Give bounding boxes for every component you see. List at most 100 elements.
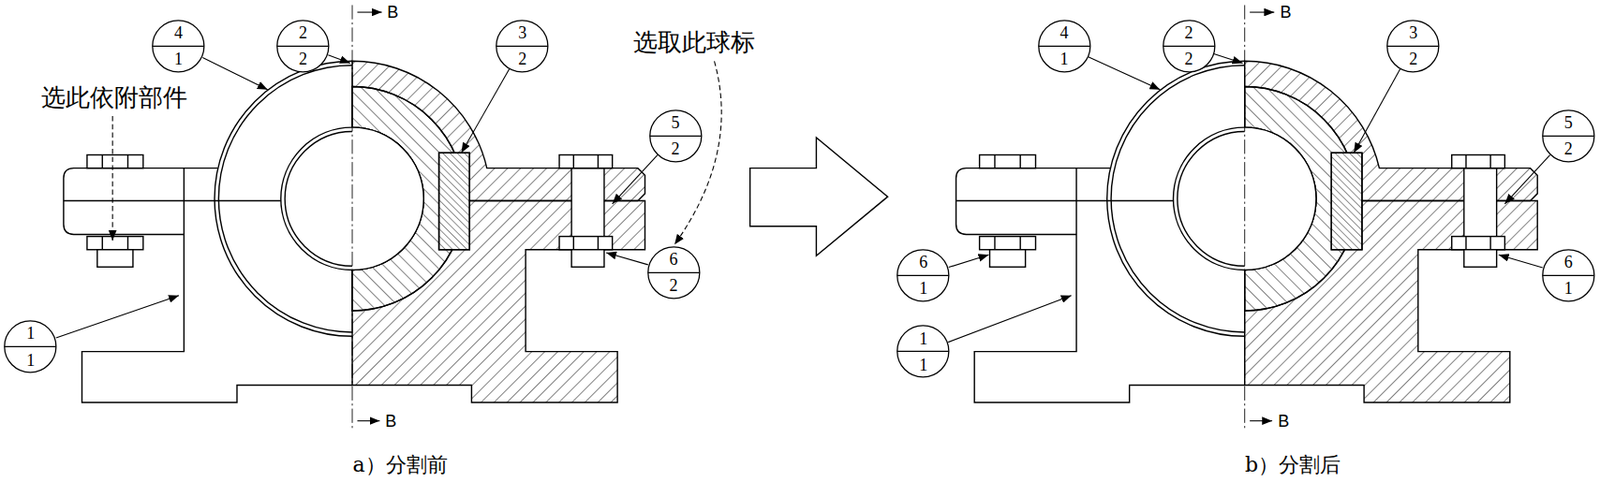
callout-number: 2 xyxy=(649,135,703,163)
subcaption: b）分割后 xyxy=(1244,453,1341,477)
callout-balloon: 32 xyxy=(1386,19,1440,74)
leader-line xyxy=(1498,254,1543,268)
balloon-divider xyxy=(1038,44,1091,46)
callout-balloon: 11 xyxy=(896,325,950,379)
leader-line xyxy=(461,69,510,154)
callout-number: 1 xyxy=(151,45,206,73)
callout-balloon: 22 xyxy=(276,19,330,74)
leader-line xyxy=(1504,155,1550,205)
balloon-divider xyxy=(4,346,57,348)
note-text: 选此依附部件 xyxy=(41,84,188,113)
balloon-circle xyxy=(897,325,949,378)
section-letter: B xyxy=(385,412,397,432)
balloon-divider xyxy=(1542,274,1595,276)
callout-number: 2 xyxy=(276,19,330,46)
section-letter: B xyxy=(386,2,399,23)
callout-number: 1 xyxy=(896,352,950,379)
callout-number: 1 xyxy=(3,320,58,347)
balloon-divider xyxy=(897,351,949,353)
section-letter: B xyxy=(1277,412,1289,432)
callout-balloon: 41 xyxy=(151,19,206,74)
callout-number: 4 xyxy=(151,19,206,46)
callout-balloon: 52 xyxy=(649,109,703,163)
bolt-end xyxy=(571,250,605,268)
callout-number: 1 xyxy=(896,325,950,352)
bolt-end xyxy=(97,250,134,268)
leader-line xyxy=(1088,57,1161,90)
leader-line xyxy=(606,252,649,266)
leader-lines xyxy=(56,54,1551,343)
center-line xyxy=(352,4,354,430)
callout-number: 1 xyxy=(1037,45,1092,73)
hex-face xyxy=(127,237,129,251)
callout-number: 2 xyxy=(647,272,701,299)
callout-number: 6 xyxy=(896,249,950,276)
callout-number: 2 xyxy=(1386,45,1440,73)
hex-face xyxy=(102,237,104,251)
balloon-circle xyxy=(1542,250,1595,302)
bolt-head xyxy=(559,154,613,168)
bearing-block-split xyxy=(956,4,1539,430)
leader-line xyxy=(948,296,1071,343)
callout-number: 6 xyxy=(647,246,701,273)
base-outline xyxy=(81,168,353,403)
callout-number: 2 xyxy=(276,45,330,73)
section-arrow xyxy=(356,420,380,422)
hex-face xyxy=(597,154,599,168)
pin xyxy=(439,152,471,250)
note-arrow xyxy=(112,116,114,241)
callout-number: 3 xyxy=(495,19,549,46)
leader-line xyxy=(202,58,267,90)
callout-balloon: 11 xyxy=(3,320,58,374)
callout-number: 2 xyxy=(1162,45,1216,73)
callout-number: 5 xyxy=(649,109,703,136)
balloon-divider xyxy=(650,134,702,136)
callout-balloon: 62 xyxy=(647,246,701,300)
balloon-divider xyxy=(277,44,329,46)
hex-face xyxy=(127,154,129,168)
callout-balloon: 41 xyxy=(1037,19,1092,74)
leader-line xyxy=(327,55,351,64)
section-arrow xyxy=(356,12,382,14)
hex-face xyxy=(573,237,575,251)
callout-number: 2 xyxy=(1162,19,1216,46)
callout-number: 2 xyxy=(1541,135,1596,163)
balloon-divider xyxy=(1387,44,1439,46)
hex-face xyxy=(102,154,104,168)
pin-hatch xyxy=(439,152,471,250)
balloon-circle xyxy=(1542,109,1595,162)
section-letter: B xyxy=(1279,2,1291,23)
leader-line xyxy=(1214,54,1244,64)
cap-outline xyxy=(214,60,353,337)
balloon-circle xyxy=(647,246,699,298)
callout-balloon: 52 xyxy=(1541,109,1596,163)
nut xyxy=(559,237,613,251)
bearing-block xyxy=(63,4,646,430)
hex-face xyxy=(573,154,575,168)
balloon-divider xyxy=(496,44,549,46)
callout-number: 1 xyxy=(896,275,950,302)
balloon-circle xyxy=(1387,19,1439,72)
callout-balloon: 61 xyxy=(1541,249,1596,303)
balloon-divider xyxy=(152,44,205,46)
balloon-divider xyxy=(1542,134,1595,136)
bore-inner xyxy=(284,131,353,267)
callout-balloon: 61 xyxy=(896,249,950,303)
transition-arrow xyxy=(750,137,889,256)
balloon-divider xyxy=(897,274,949,276)
callout-balloon: 32 xyxy=(495,19,549,74)
balloon-circle xyxy=(897,250,949,302)
leader-line xyxy=(1353,69,1400,153)
bolt-head xyxy=(87,154,144,168)
callout-number: 3 xyxy=(1386,19,1440,46)
leader-line xyxy=(948,254,990,267)
callout-number: 1 xyxy=(3,346,58,373)
balloon-circle xyxy=(496,19,549,72)
callout-number: 4 xyxy=(1037,19,1092,46)
leader-line xyxy=(612,155,658,205)
callout-balloon: 22 xyxy=(1162,19,1216,74)
note-text: 选取此球标 xyxy=(633,29,756,58)
balloon-divider xyxy=(1162,44,1215,46)
